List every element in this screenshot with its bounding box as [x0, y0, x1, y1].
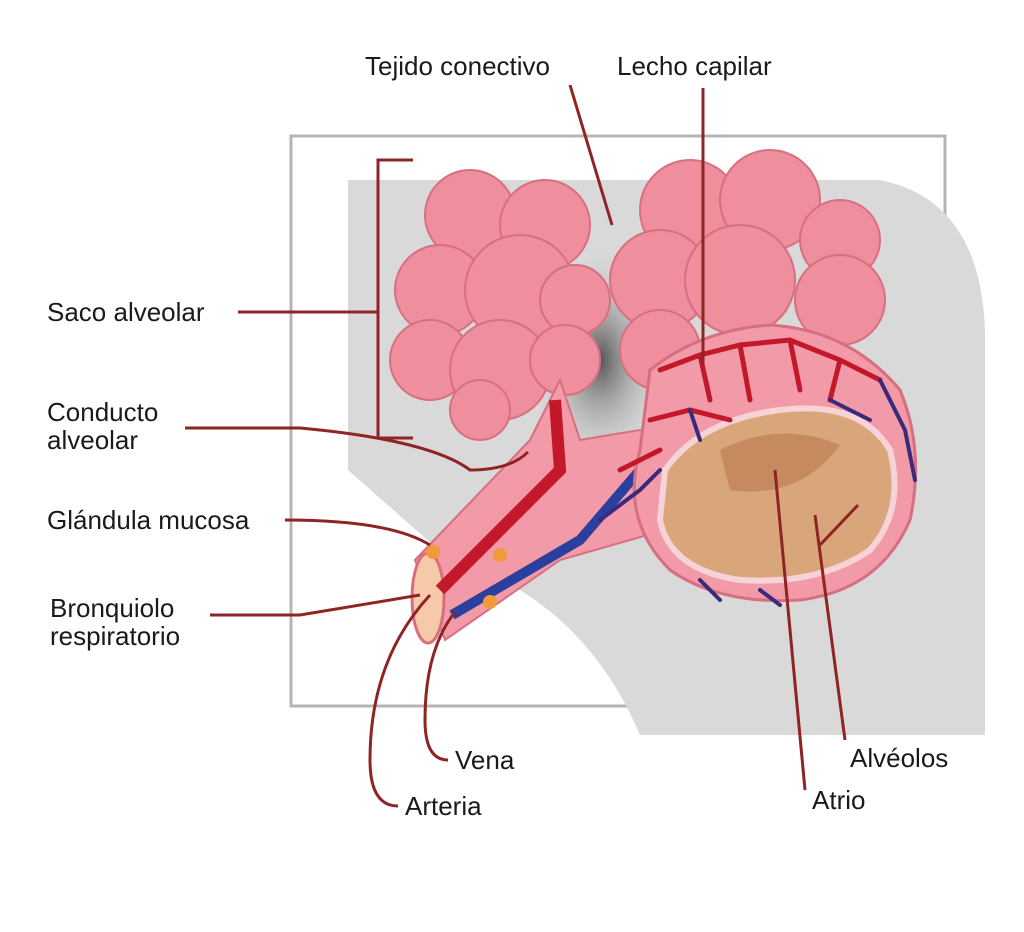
- label-connective-tissue: Tejido conectivo: [365, 51, 614, 226]
- label-alveolar-duct: Conducto alveolar: [47, 397, 530, 472]
- label-respiratory-bronchiole: Bronquiolo respiratorio: [50, 593, 421, 651]
- svg-text:Atrio: Atrio: [812, 785, 865, 815]
- svg-text:Lecho capilar: Lecho capilar: [617, 51, 772, 81]
- alveolar-sac-left: [389, 169, 611, 441]
- mucous-gland-spot: [426, 545, 440, 559]
- svg-text:Bronquiolo: Bronquiolo: [50, 593, 174, 623]
- label-alveoli: Alvéolos: [813, 503, 948, 773]
- label-vein: Vena: [423, 611, 515, 775]
- svg-text:Vena: Vena: [455, 745, 515, 775]
- svg-text:Conducto: Conducto: [47, 397, 158, 427]
- label-mucous-gland: Glándula mucosa: [47, 505, 431, 547]
- label-capillary-bed: Lecho capilar: [617, 51, 772, 365]
- label-atrium: Atrio: [773, 469, 865, 815]
- svg-text:Tejido conectivo: Tejido conectivo: [365, 51, 550, 81]
- svg-text:alveolar: alveolar: [47, 425, 138, 455]
- svg-text:Alvéolos: Alvéolos: [850, 743, 948, 773]
- svg-text:Saco alveolar: Saco alveolar: [47, 297, 205, 327]
- alveolar-sac-right: [609, 149, 886, 391]
- svg-text:respiratorio: respiratorio: [50, 621, 180, 651]
- label-alveolar-sac: Saco alveolar: [47, 158, 413, 440]
- label-artery: Arteria: [368, 593, 482, 821]
- svg-text:Glándula mucosa: Glándula mucosa: [47, 505, 250, 535]
- svg-text:Arteria: Arteria: [405, 791, 482, 821]
